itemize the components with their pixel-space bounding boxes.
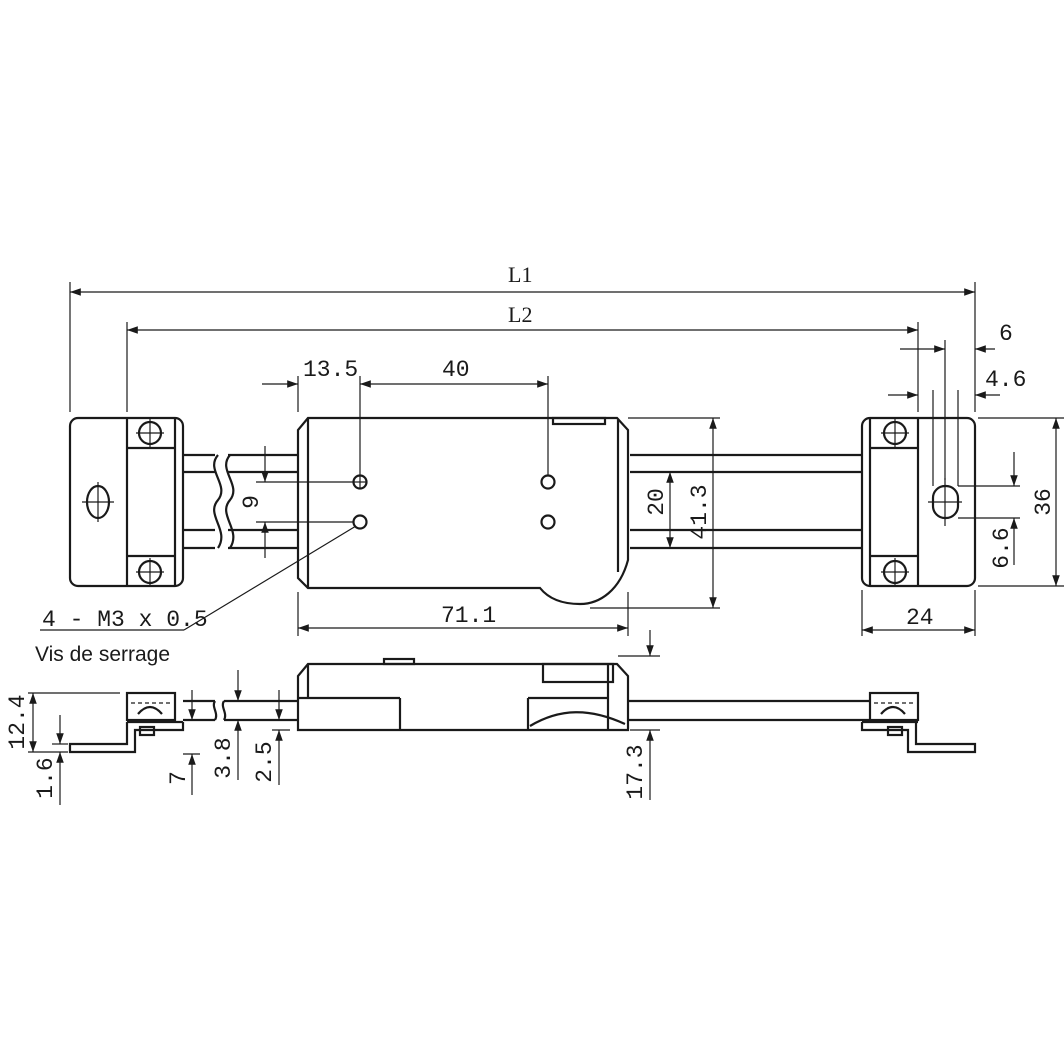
dim-13-5: 13.5	[303, 357, 358, 383]
dim-20: 20	[644, 488, 670, 516]
dim-2-5: 2.5	[252, 741, 278, 782]
dim-36: 36	[1031, 488, 1057, 516]
dim-3-8: 3.8	[211, 737, 237, 778]
left-bracket-side	[68, 691, 185, 754]
side-view-labels: 12.4 1.6 7 3.8 2.5 17.3	[5, 694, 649, 799]
dim-41-3: 41.3	[687, 484, 713, 539]
reading-head	[296, 416, 630, 606]
label-L2: L2	[508, 302, 532, 327]
dim-71-1: 71.1	[441, 603, 496, 629]
right-end-bracket	[860, 416, 977, 588]
side-view-dimensions	[28, 630, 660, 805]
dim-17-3: 17.3	[623, 744, 649, 799]
dim-4-6: 4.6	[985, 367, 1026, 393]
screw-hole-icon	[540, 514, 556, 530]
reading-head-side	[296, 657, 630, 732]
top-view: L1 L2 13.5 40 6 4.6 71.1 24 9 20 41.3 36…	[35, 262, 1064, 666]
dim-12-4: 12.4	[5, 694, 31, 749]
left-end-bracket	[68, 416, 185, 588]
top-view-labels: L1 L2 13.5 40 6 4.6 71.1 24 9 20 41.3 36…	[35, 262, 1057, 666]
dim-6: 6	[999, 321, 1013, 347]
screw-note-caption: Vis de serrage	[35, 643, 170, 666]
dim-1-6: 1.6	[33, 757, 59, 798]
top-view-dimensions	[40, 282, 1064, 636]
dim-6-6: 6.6	[989, 527, 1015, 568]
right-bracket-side	[860, 691, 977, 754]
label-L1: L1	[508, 262, 532, 287]
dim-24: 24	[906, 605, 934, 631]
dim-40: 40	[442, 357, 470, 383]
dim-7: 7	[166, 771, 192, 785]
dim-9: 9	[239, 495, 265, 509]
screw-note: 4 - M3 x 0.5	[42, 607, 208, 633]
side-view: 12.4 1.6 7 3.8 2.5 17.3	[5, 630, 977, 805]
